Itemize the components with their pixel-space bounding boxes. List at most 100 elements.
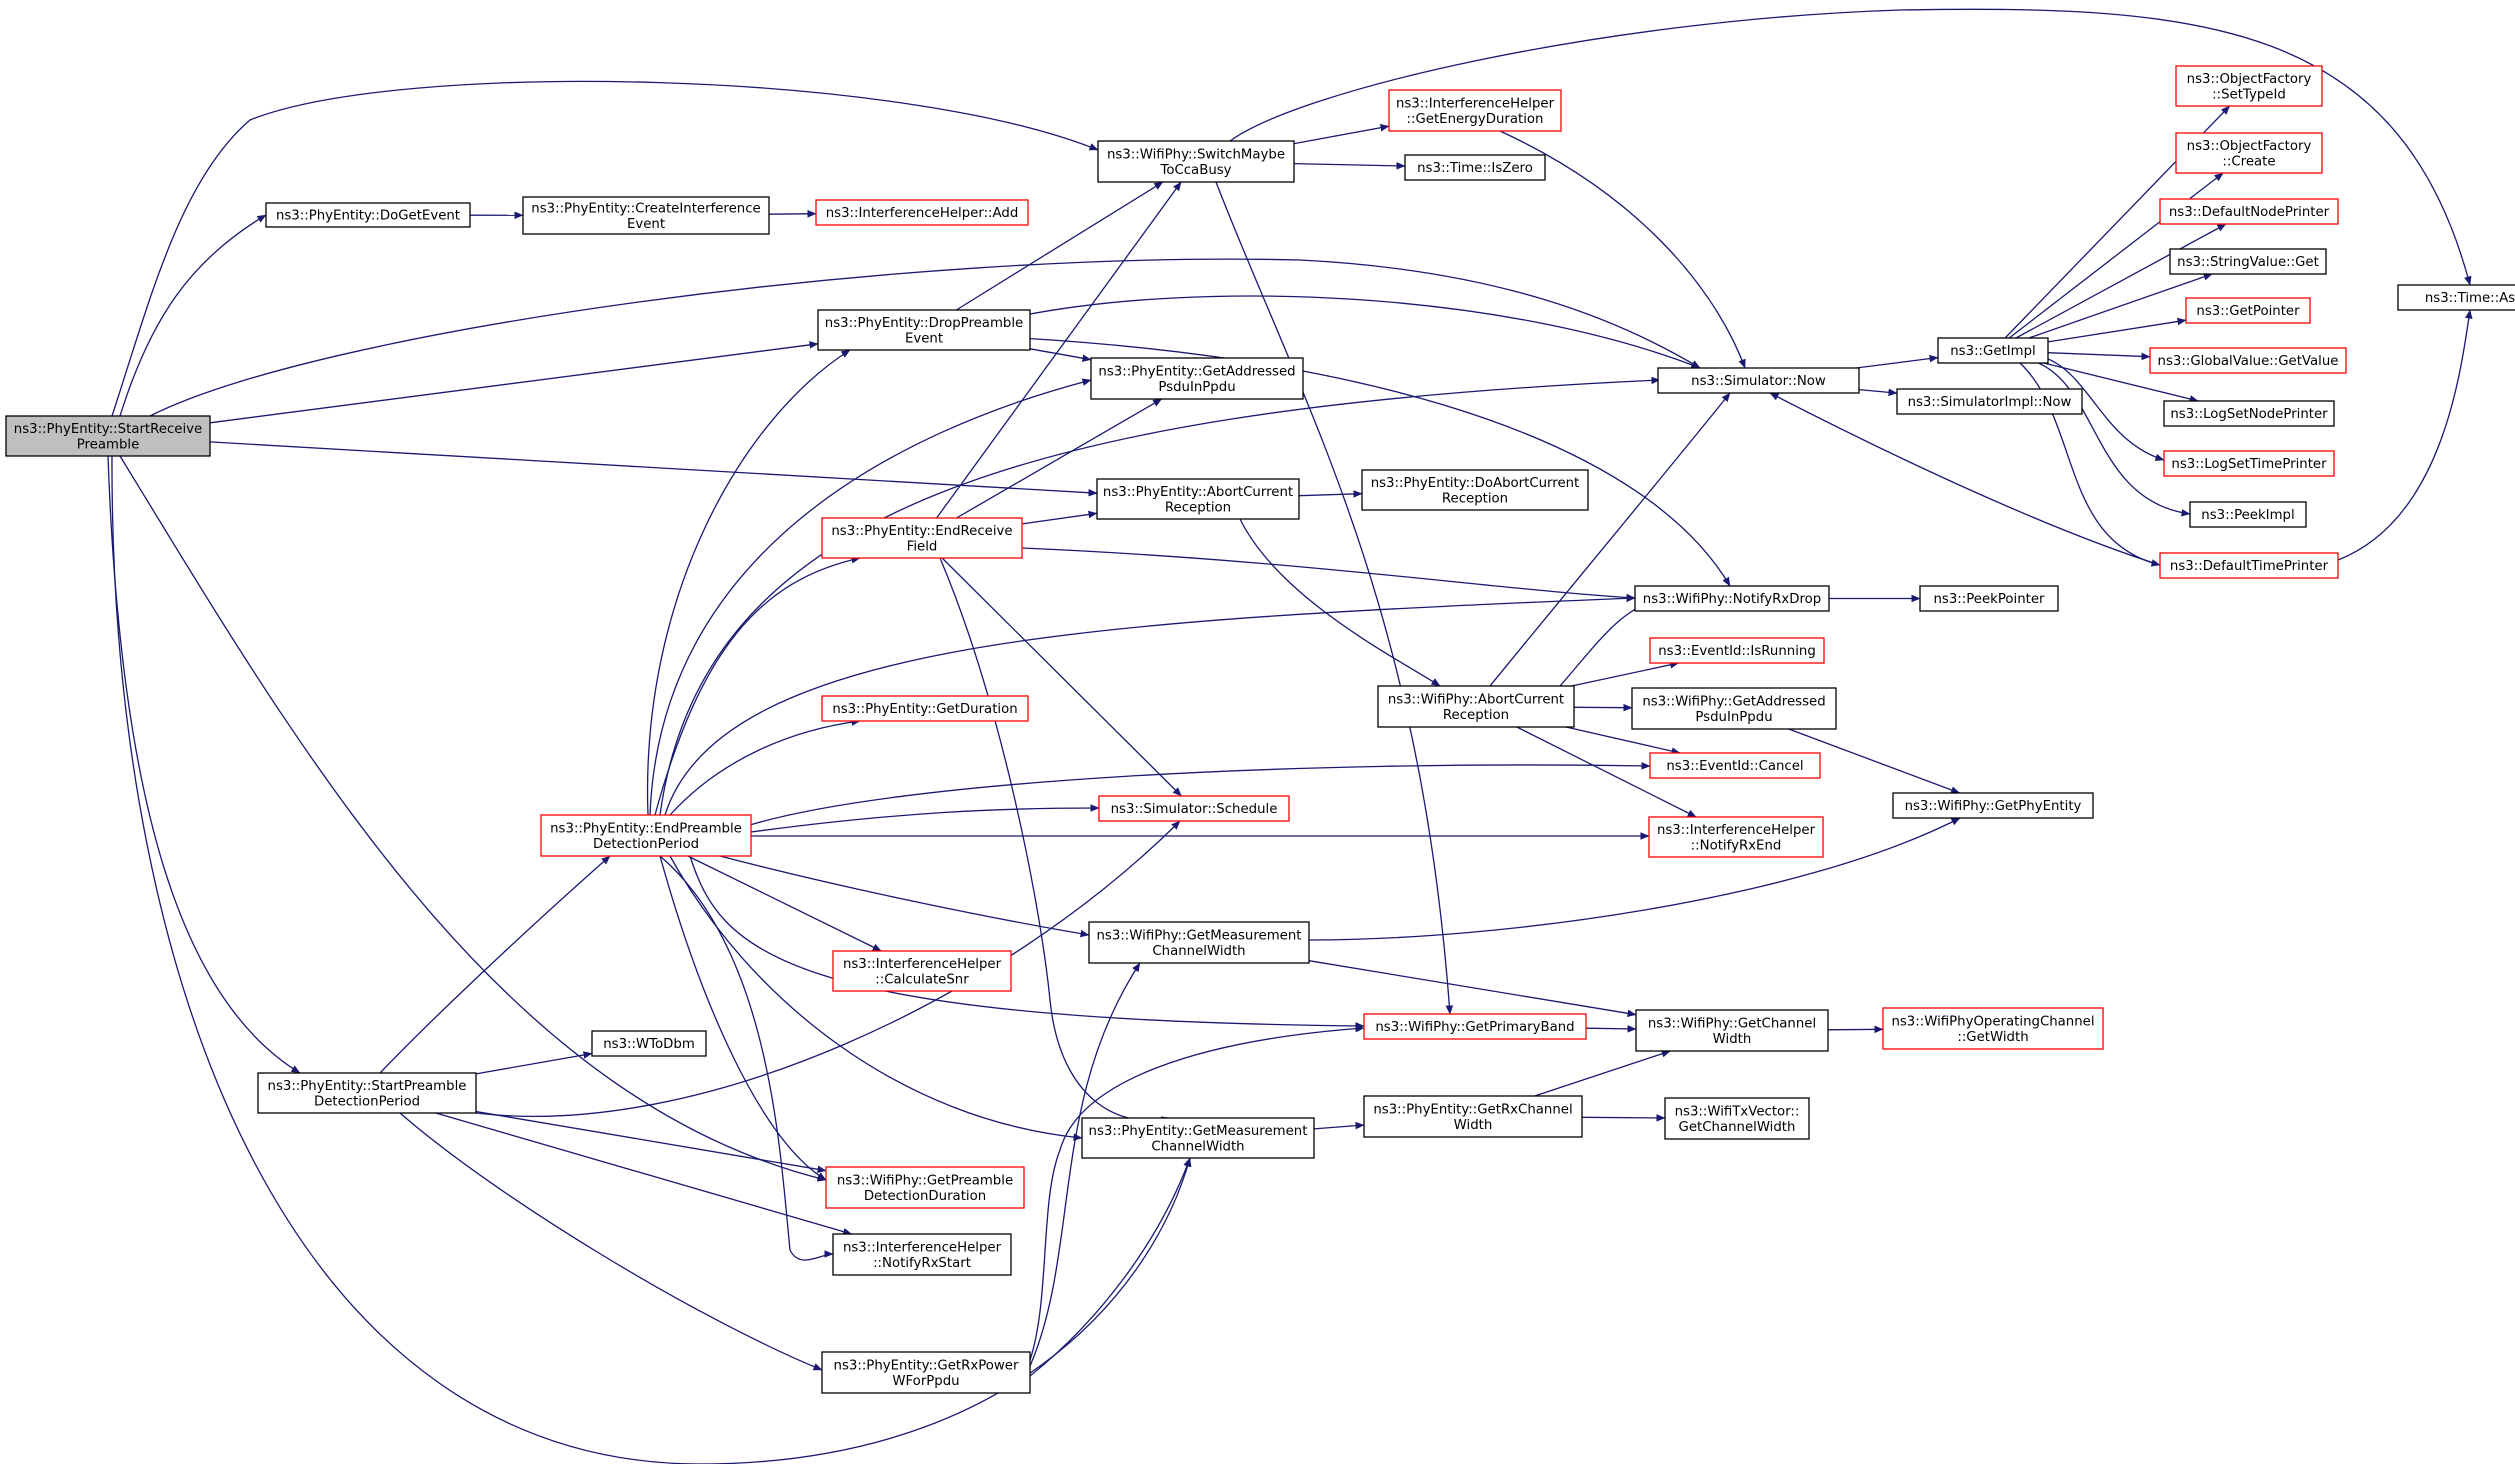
edge-get_impl-to-default_time_printer [2019,362,2161,567]
node-default-node-printer[interactable]: ns3::DefaultNodePrinter [2159,198,2339,225]
node-box [1919,585,2059,612]
node-pe-get-duration[interactable]: ns3::PhyEntity::GetDuration [821,695,1029,722]
edge-end_preamble-to-pe_get_meas_cw [669,855,1083,1141]
node-box [821,1351,1031,1394]
node-box [257,1072,477,1114]
node-label-line: ns3::PhyEntity::DropPreamble [825,316,1023,331]
node-woc-get-width[interactable]: ns3::WifiPhyOperatingChannel::GetWidth [1882,1007,2104,1050]
node-of-settypeid[interactable]: ns3::ObjectFactory::SetTypeId [2175,65,2323,107]
node-get-phy-entity[interactable]: ns3::WifiPhy::GetPhyEntity [1892,792,2094,819]
node-ih-calc-snr[interactable]: ns3::InterferenceHelper::CalculateSnr [832,950,1012,992]
node-end-preamble[interactable]: ns3::PhyEntity::EndPreambleDetectionPeri… [540,814,752,857]
edge-wp_abort-to-sim_now [1489,392,1731,687]
node-get-pointer[interactable]: ns3::GetPointer [2185,297,2311,324]
edge-pe_abort-to-pe_do_abort [1298,490,1363,498]
node-wp-get-channel-width[interactable]: ns3::WifiPhy::GetChannelWidth [1635,1009,1829,1052]
edge-pe_get_rx_power-to-wp_get_meas_cw [1029,962,1141,1367]
node-sim-schedule[interactable]: ns3::Simulator::Schedule [1098,795,1290,822]
node-wp-get-primary-band[interactable]: ns3::WifiPhy::GetPrimaryBand [1363,1013,1587,1040]
edge-get_impl-to-gv_getvalue [2047,352,2151,361]
node-sim-now[interactable]: ns3::Simulator::Now [1657,367,1860,394]
node-label-line: ns3::InterferenceHelper [843,1240,1002,1255]
node-box [817,309,1031,351]
node-label-line: ns3::WifiTxVector:: [1675,1104,1800,1119]
node-get-impl[interactable]: ns3::GetImpl [1937,337,2049,364]
node-box [1635,1009,1829,1052]
node-box [1096,478,1300,520]
edge-drop_preamble-to-pe_get_addressed [1029,348,1092,362]
node-label-line: ::Create [2222,154,2275,169]
node-time-iszero[interactable]: ns3::Time::IsZero [1404,154,1546,181]
node-of-create[interactable]: ns3::ObjectFactory::Create [2175,132,2323,174]
edge-get_impl-to-log_set_time_printer [2039,355,2165,462]
node-label-line: PsduInPpdu [1158,380,1235,395]
node-label-line: ::GetEnergyDuration [1407,112,1544,127]
node-label-line: ns3::PhyEntity::GetRxPower [834,1358,1019,1373]
edge-get_impl-to-log_set_node_printer [2043,362,2199,403]
node-log-set-time-printer[interactable]: ns3::LogSetTimePrinter [2163,450,2335,477]
node-peek-pointer[interactable]: ns3::PeekPointer [1919,585,2059,612]
edge-drop_preamble-to-switch_cca [955,181,1164,311]
node-label-line: ns3::PhyEntity::StartPreamble [268,1079,467,1094]
node-ih-notify-rxstart[interactable]: ns3::InterferenceHelper::NotifyRxStart [832,1233,1012,1276]
node-box [1377,685,1575,728]
node-label-line: ns3::PhyEntity::StartReceive [14,422,202,437]
edge-wp_get_primary_band-to-wp_get_channel_width [1585,1025,1637,1033]
edge-wp_get_channel_width-to-woc_get_width [1827,1025,1884,1034]
node-peek-impl[interactable]: ns3::PeekImpl [2189,501,2307,528]
node-time-as[interactable]: ns3::Time::As [2397,284,2515,311]
node-gv-getvalue[interactable]: ns3::GlobalValue::GetValue [2149,347,2347,374]
edge-wp_get_addressed-to-get_phy_entity [1788,728,1961,794]
node-box [1097,140,1295,183]
node-box [1664,1097,1810,1140]
node-stringvalue-get[interactable]: ns3::StringValue::Get [2169,248,2327,275]
node-label-line: ns3::PeekPointer [1933,592,2045,607]
edge-default_time_printer-to-sim_now [1769,392,2161,566]
node-ih-add[interactable]: ns3::InterferenceHelper::Add [815,199,1029,226]
edge-switch_cca-to-time_iszero [1293,162,1406,170]
node-start-preamble-dp[interactable]: ns3::PhyEntity::StartPreambleDetectionPe… [257,1072,477,1114]
node-label-line: DetectionPeriod [593,837,699,852]
edge-end_receive_field-to-sim_schedule [941,557,1182,797]
edge-get_impl-to-default_node_printer [2015,223,2227,339]
node-box [2175,65,2323,107]
node-pe-get-meas-cw[interactable]: ns3::PhyEntity::GetMeasurementChannelWid… [1081,1117,1315,1159]
node-box [540,814,752,857]
node-label-line: ns3::PhyEntity::DoAbortCurrent [1371,476,1580,491]
node-do-get-event[interactable]: ns3::PhyEntity::DoGetEvent [265,202,471,228]
edge-end_preamble-to-pe_get_duration [669,718,861,816]
node-wp-get-preamble-dd[interactable]: ns3::WifiPhy::GetPreambleDetectionDurati… [825,1166,1025,1209]
node-w-to-dbm[interactable]: ns3::WToDbm [591,1030,707,1057]
node-default-time-printer[interactable]: ns3::DefaultTimePrinter [2159,552,2339,579]
node-log-set-node-printer[interactable]: ns3::LogSetNodePrinter [2163,400,2335,427]
node-ih-get-energy[interactable]: ns3::InterferenceHelper::GetEnergyDurati… [1388,89,1562,132]
node-wtxvector-get-cw[interactable]: ns3::WifiTxVector::GetChannelWidth [1664,1097,1810,1140]
edge-end_receive_field-to-pe_get_meas_cw [939,557,1171,1124]
edge-end_preamble-to-end_receive_field [654,556,861,816]
edge-switch_cca-to-wp_get_primary_band [1215,181,1454,1015]
edge-wp_abort-to-eventid_isrunning [1571,661,1680,687]
node-label-line: ns3::Time::As [2425,291,2515,306]
node-simimpl-now[interactable]: ns3::SimulatorImpl::Now [1896,388,2083,415]
node-eventid-cancel[interactable]: ns3::EventId::Cancel [1649,752,1821,779]
node-label-line: ns3::WifiPhy::GetPhyEntity [1905,799,2082,814]
edge-sim_now-to-simimpl_now [1858,388,1898,397]
node-notify-rx-drop[interactable]: ns3::WifiPhy::NotifyRxDrop [1634,585,1830,612]
node-box [1090,357,1304,400]
node-ih-notify-rxend[interactable]: ns3::InterferenceHelper::NotifyRxEnd [1648,816,1824,858]
node-eventid-isrunning[interactable]: ns3::EventId::IsRunning [1649,637,1825,664]
node-box [1081,1117,1315,1159]
